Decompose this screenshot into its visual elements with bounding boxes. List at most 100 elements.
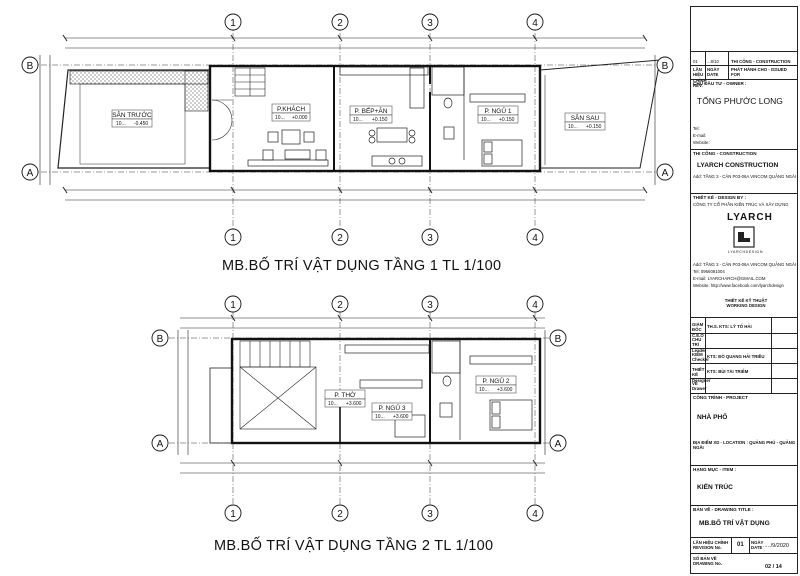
- room-code-p-ngu-3: 10...: [375, 414, 385, 420]
- floor1-axis-1-bottom: 1: [230, 233, 236, 244]
- room-code-p-tho: 10...: [328, 401, 338, 407]
- staff-role-checker: KIỂM Checker: [692, 352, 709, 363]
- floor1-axis-2-top: 2: [337, 18, 343, 29]
- sheet-no: 02 / 14: [765, 564, 782, 570]
- room-label-p-ngu-3: P. NGỦ 3: [379, 403, 406, 412]
- floor2-axis-3-bottom: 3: [427, 509, 433, 520]
- room-label-p-tho: P. THỜ: [334, 390, 356, 399]
- floor1-axis-1-top: 1: [230, 18, 236, 29]
- floor1-axis-a-left: A: [27, 168, 34, 179]
- floor1-axis-b-right: B: [662, 61, 669, 72]
- staff-role-drawer: VẼ Drawer: [692, 381, 707, 392]
- owner-website: Website:: [693, 140, 710, 145]
- floor2-axis-1-top: 1: [230, 300, 236, 311]
- title-block: 01 ...8/10 THI CÔNG - CONSTRUCTION LẦN H…: [690, 6, 798, 574]
- item-name: KIẾN TRÚC: [697, 484, 733, 491]
- room-level-p-bep-an: +0.150: [372, 117, 388, 123]
- contractor-address: Add: TẦNG 3 - CĂN P03-06A VINCOM QUẢNG N…: [693, 174, 797, 179]
- room-level-p-ngu-2: +3.600: [497, 387, 513, 393]
- floor2-axis-2-bottom: 2: [337, 509, 343, 520]
- staff-role-designer: THIẾT KẾ Designer: [692, 367, 711, 383]
- room-label-p-ngu-1: P. NGỦ 1: [485, 106, 512, 115]
- staff-name-ceo: TH.S. KTS: LÝ TỐ HẢI: [707, 324, 752, 329]
- staff-role-leader: CHỦ TRÌ Leader: [692, 337, 707, 353]
- owner-tel: Tel:: [693, 126, 700, 131]
- floor1-axis-2-bottom: 2: [337, 233, 343, 244]
- sheet-label: SỐ BẢN VẼ DRAWING No.: [693, 556, 722, 567]
- floor1-plan: 1 2 3 4 1 2 3 4 B A B A SÂN TRƯỚC 10... …: [21, 13, 674, 246]
- room-label-p-khach: P.KHÁCH: [277, 104, 305, 113]
- floor2-axis-a-left: A: [157, 439, 164, 450]
- room-level-p-ngu-3: +3.600: [393, 414, 409, 420]
- design-company: CÔNG TY CỔ PHẦN KIẾN TRÚC VÀ XÂY DỰNG: [693, 202, 789, 207]
- brand-name: LYARCH: [727, 212, 773, 223]
- revision-date-section: LẦN HIỆU CHỈNH REVISION No. 01 NGÀY DATE…: [691, 537, 797, 554]
- date-value: ...../9/2020: [763, 543, 789, 549]
- room-code-p-ngu-1: 10...: [481, 117, 491, 123]
- revision-no: 01: [737, 542, 744, 548]
- room-label-san-sau: SÂN SAU: [571, 113, 600, 122]
- rev-no: 01: [693, 59, 698, 64]
- drawing-label: BẢN VẼ - DRAWING TITLE :: [693, 507, 754, 512]
- owner-email: E-mail:: [693, 133, 707, 138]
- room-label-p-ngu-2: P. NGỦ 2: [483, 376, 510, 385]
- item-section: HẠNG MỤC - ITEM : KIẾN TRÚC: [691, 465, 797, 505]
- floor1-title: MB.BỐ TRÍ VẬT DỤNG TẦNG 1 TL 1/100: [222, 258, 502, 274]
- staff-name-designer: KTS: BÙI TÀI TRIÊM: [707, 369, 749, 374]
- floor1-axis-b-left: B: [27, 61, 34, 72]
- project-label: CÔNG TRÌNH - PROJECT: [693, 395, 748, 400]
- staff-section: GIÁM ĐỐC C.E.O TH.S. KTS: LÝ TỐ HẢI CHỦ …: [691, 317, 797, 394]
- floor2-axis-4-bottom: 4: [532, 509, 538, 520]
- room-level-p-ngu-1: +0.150: [499, 117, 515, 123]
- floor2-axis-b-right: B: [555, 334, 562, 345]
- room-code-san-sau: 10...: [568, 124, 578, 130]
- design-email: E-mail: LYARCHARCH@GMAIL.COM: [693, 276, 766, 281]
- floor2-axis-a-right: A: [555, 439, 562, 450]
- room-level-san-truoc: -0.450: [134, 121, 148, 127]
- design-tel: Tel: 0966091004: [693, 269, 725, 274]
- project-section: CÔNG TRÌNH - PROJECT NHÀ PHỐ ĐỊA ĐIỂM XD…: [691, 393, 797, 451]
- designer-section: THIẾT KẾ - DESIGN BY : CÔNG TY CỔ PHẦN K…: [691, 193, 797, 317]
- drawing-title-section: BẢN VẼ - DRAWING TITLE : MB.BỐ TRÍ VẬT D…: [691, 505, 797, 537]
- location-label: ĐỊA ĐIỂM XD - LOCATION : QUẢNG PHÚ - QUẢ…: [693, 440, 797, 451]
- location-label-text: ĐỊA ĐIỂM XD - LOCATION :: [693, 440, 748, 445]
- owner-label: CHỦ ĐẦU TƯ - OWNER :: [693, 81, 747, 86]
- sheet-section: SỐ BẢN VẼ DRAWING No. 02 / 14: [691, 553, 797, 573]
- rev-header-date: NGÀY DATE: [707, 67, 720, 78]
- project-name: NHÀ PHỐ: [697, 414, 728, 421]
- floor2-axis-3-top: 3: [427, 300, 433, 311]
- room-level-san-sau: +0.150: [586, 124, 602, 130]
- floor1-axis-4-bottom: 4: [532, 233, 538, 244]
- room-code-san-truoc: 10...: [116, 121, 126, 127]
- contractor-name: LYARCH CONSTRUCTION: [697, 162, 779, 169]
- floor2-axis-4-top: 4: [532, 300, 538, 311]
- floor2-axis-2-top: 2: [337, 300, 343, 311]
- rev-note: THI CÔNG - CONSTRUCTION: [731, 59, 791, 64]
- lyarch-logo-icon: [733, 226, 755, 248]
- floor1-axis-4-top: 4: [532, 18, 538, 29]
- floor2-plan: 1 2 3 4 1 2 3 4 B A B A P. THỜ 10... +3.…: [151, 295, 567, 522]
- owner-section: CHỦ ĐẦU TƯ - OWNER : TỐNG PHƯỚC LONG Tel…: [691, 79, 797, 149]
- staff-role-ceo: GIÁM ĐỐC C.E.O: [692, 322, 704, 338]
- room-code-p-khach: 10...: [275, 115, 285, 121]
- revision-label: LẦN HIỆU CHỈNH REVISION No.: [693, 540, 729, 551]
- floor1-axis-a-right: A: [662, 168, 669, 179]
- design-website: Website: http://www.facebook.com/lyarchd…: [693, 283, 784, 288]
- room-label-san-truoc: SÂN TRƯỚC: [112, 110, 152, 119]
- contractor-section: THI CÔNG - CONSTRUCTION LYARCH CONSTRUCT…: [691, 149, 797, 193]
- design-label: THIẾT KẾ - DESIGN BY :: [693, 195, 747, 200]
- rev-header-issued: PHÁT HÀNH CHO - ISSUED FOR: [731, 67, 787, 78]
- date-label: NGÀY DATE: [751, 540, 764, 551]
- signature-header: THIẾT KẾ KỸ THUẬT WORKING DESIGN: [724, 298, 768, 309]
- item-label: HẠNG MỤC - ITEM :: [693, 467, 737, 472]
- floor2-axis-b-left: B: [157, 334, 164, 345]
- contractor-label: THI CÔNG - CONSTRUCTION: [693, 151, 757, 156]
- staff-name-checker: KTS: ĐỖ QUANG HẢI TRIỀU: [707, 354, 765, 359]
- room-code-p-bep-an: 10...: [353, 117, 363, 123]
- floor1-axis-3-bottom: 3: [427, 233, 433, 244]
- floor2-axis-1-bottom: 1: [230, 509, 236, 520]
- room-label-p-bep-an: P. BẾP+ĂN: [355, 105, 388, 115]
- room-level-p-tho: +3.600: [346, 401, 362, 407]
- room-code-p-ngu-2: 10...: [479, 387, 489, 393]
- floor2-title: MB.BỐ TRÍ VẬT DỤNG TẦNG 2 TL 1/100: [214, 538, 494, 554]
